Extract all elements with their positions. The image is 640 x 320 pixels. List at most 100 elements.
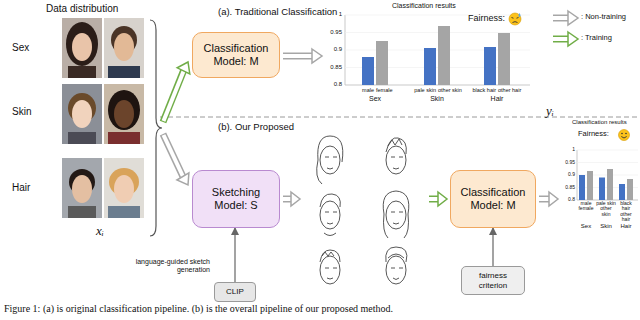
face-sketches — [317, 136, 409, 284]
training-arrow — [428, 192, 447, 206]
clip-box: CLIP — [214, 282, 256, 302]
connector — [234, 228, 235, 282]
bar-label: other hair — [498, 87, 529, 93]
section-label: Data distribution — [46, 3, 118, 15]
face-photos-part — [66, 22, 98, 66]
bar-chart-part — [438, 26, 450, 85]
legend-arrow-grey-part — [553, 15, 569, 22]
axis-tick: 1 — [559, 147, 575, 153]
row-label: Hair — [12, 182, 30, 194]
bar-chart-part — [619, 184, 625, 200]
face-photos — [62, 18, 144, 218]
face-photos-part — [108, 66, 140, 78]
legend-arrow-green — [552, 32, 578, 46]
section-label: (b). Our Proposed — [218, 122, 294, 133]
bar-chart-part — [587, 171, 593, 200]
legend-arrow-grey-part — [568, 11, 578, 25]
training-arrow-part — [177, 62, 190, 74]
category-label: Sex — [575, 223, 597, 230]
training-arrow-part — [164, 71, 184, 122]
training-arrow-part — [438, 192, 447, 206]
non-training-arrow-part — [164, 135, 184, 177]
bar-chart-part — [579, 175, 585, 200]
bar-chart — [345, 15, 530, 85]
separator — [160, 117, 640, 118]
label-column: malefemale — [576, 201, 596, 212]
face-photos-part — [108, 132, 140, 144]
axis-tick: 0.95 — [322, 29, 342, 36]
smile-face-part — [621, 137, 626, 139]
face-photos-part — [114, 33, 134, 61]
non-training-arrow — [282, 49, 322, 63]
face-sketches-part — [320, 194, 340, 207]
face-sketches-part — [320, 146, 340, 174]
bar-label: other skin — [438, 87, 469, 93]
model-box: Classification Model: M — [450, 170, 536, 228]
connector — [492, 228, 493, 266]
sweat-face-part — [512, 17, 514, 19]
sweat-face-part — [509, 13, 521, 25]
legend-arrow-grey — [552, 11, 578, 25]
face-photos-part — [62, 158, 102, 218]
axis-tick: 0.85 — [322, 64, 342, 71]
face-photos-part — [72, 100, 92, 128]
node-text: Sketching Model: S — [197, 186, 275, 211]
sweat-face-part — [513, 21, 518, 23]
sweat-face — [509, 13, 521, 25]
fairness-label: Fairness: — [578, 130, 609, 139]
face-sketches-part — [320, 256, 340, 284]
brace — [150, 20, 162, 236]
bar-chart-part — [376, 41, 388, 85]
non-training-arrow-part — [291, 192, 300, 206]
face-photos-part — [62, 18, 102, 78]
face-sketches-part — [386, 247, 407, 262]
axis-tick: 1 — [322, 11, 342, 18]
non-training-arrow — [538, 192, 558, 206]
model-box: Classification Model: M — [192, 32, 280, 78]
face-sketches-part — [391, 268, 403, 280]
category-label: Hair — [615, 223, 637, 230]
bar-chart-part — [345, 32, 530, 33]
face-sketches-part — [391, 212, 403, 224]
smile-face-part — [619, 130, 630, 141]
training-arrow — [163, 62, 190, 122]
axis-tick: 0.8 — [559, 197, 575, 203]
node-text: fairness criterion — [466, 271, 520, 289]
face-photos-part — [114, 175, 134, 203]
face-sketches-part — [325, 268, 337, 279]
non-training-arrow-part — [549, 192, 558, 206]
non-training-arrow-part — [282, 54, 314, 58]
training-arrow-part — [163, 71, 184, 122]
face-photos-part — [68, 206, 96, 218]
face-sketches-part — [386, 256, 406, 284]
bar-label: black hair — [465, 87, 496, 93]
bar-label: other skin — [596, 206, 616, 217]
bar-chart-part — [577, 162, 638, 163]
note: language-guided sketch generation — [124, 258, 210, 274]
bar-chart-part — [627, 179, 633, 200]
node-text: Classification Model: M — [197, 42, 275, 67]
bar-label: pale skin — [405, 87, 436, 93]
legend-arrow-green-part — [568, 32, 578, 46]
sweat-face-part — [517, 17, 519, 19]
face-sketches-part — [386, 146, 406, 174]
bar-chart — [577, 150, 638, 200]
face-photos-part — [68, 66, 96, 78]
smile-face-part — [625, 133, 627, 135]
bar-chart-part — [607, 169, 613, 200]
category-label: Skin — [415, 95, 459, 103]
face-photos-part — [72, 33, 92, 61]
bar-chart-part — [484, 47, 496, 85]
face-photos-part — [114, 100, 134, 128]
axis-tick: 0.95 — [559, 160, 575, 166]
category-label: Hair — [475, 95, 519, 103]
bar-label: female — [576, 206, 596, 211]
criterion-box: fairness criterion — [461, 266, 525, 295]
non-training-arrow — [163, 134, 189, 185]
variable: xᵢ — [96, 224, 104, 239]
label-column: pale skinother skin — [596, 201, 616, 217]
axis-tick: 0.9 — [559, 172, 575, 178]
node-text: CLIP — [226, 287, 244, 296]
non-training-arrow-part — [163, 134, 183, 176]
